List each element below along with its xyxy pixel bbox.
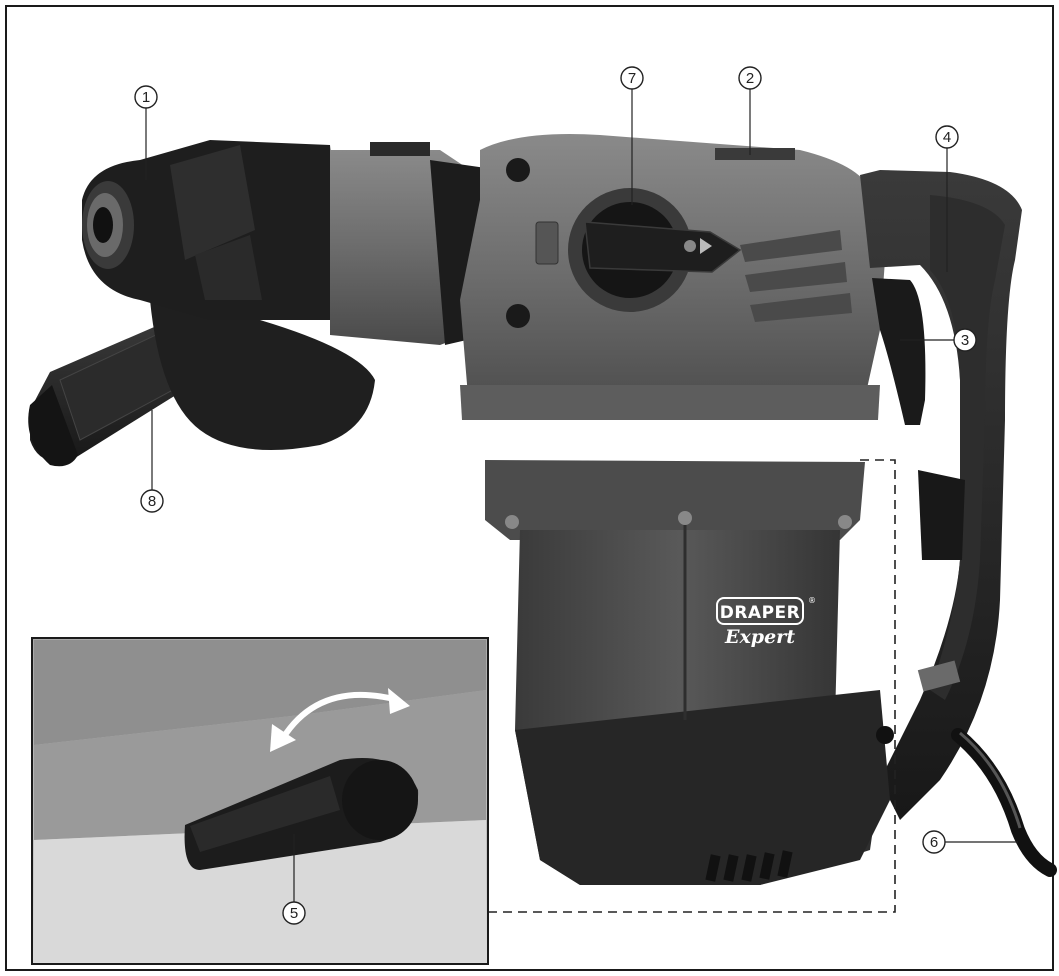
logo-registered-mark: ®	[808, 596, 816, 605]
sds-chuck	[82, 140, 345, 320]
callout-3-label: 3	[961, 332, 969, 349]
callout-8: 8	[140, 410, 164, 513]
callout-7-label: 7	[628, 70, 636, 87]
callout-2-label: 2	[746, 70, 754, 87]
logo-expert: Expert	[724, 626, 795, 648]
callout-4: 4	[935, 125, 959, 272]
brand-logo: DRAPER Expert ®	[716, 596, 816, 648]
mode-selector	[568, 188, 742, 312]
callout-1: 1	[134, 85, 158, 180]
callout-5: 5	[282, 834, 306, 925]
callout-3: 3	[900, 328, 977, 352]
inset-detail	[31, 637, 489, 965]
callout-1-label: 1	[142, 89, 150, 106]
callout-5-label: 5	[290, 905, 298, 922]
callout-2: 2	[738, 66, 762, 155]
callout-8-label: 8	[148, 493, 156, 510]
logo-draper: DRAPER	[720, 603, 801, 623]
side-handle	[28, 297, 375, 467]
rear-handle	[860, 170, 1022, 820]
power-cable	[951, 728, 1057, 877]
motor-housing	[485, 460, 894, 885]
callout-6: 6	[922, 830, 1018, 854]
inset-connector	[488, 459, 896, 913]
callout-4-label: 4	[943, 129, 951, 146]
callout-7: 7	[620, 66, 644, 205]
callout-6-label: 6	[930, 834, 938, 851]
